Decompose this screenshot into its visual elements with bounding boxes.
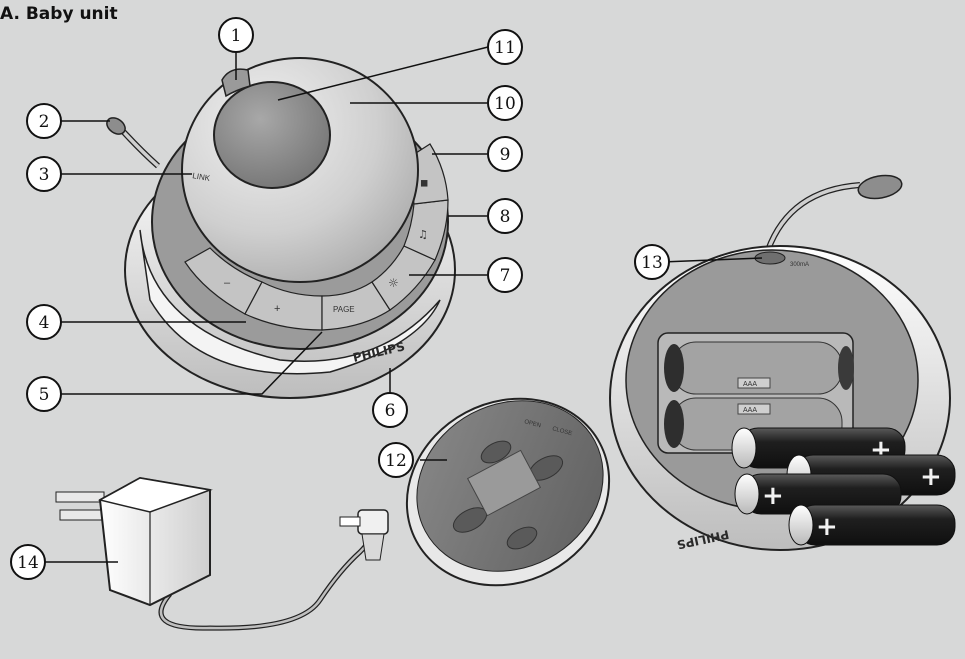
top-knob bbox=[221, 68, 251, 98]
battery-compartment: 300mA AAA AAA PHILIPS + bbox=[609, 174, 956, 552]
callout-5: 5 bbox=[26, 376, 62, 412]
callout-11: 11 bbox=[487, 29, 523, 65]
callout-9: 9 bbox=[487, 136, 523, 172]
baby-unit: LINK – + PAGE ☼ ♫ ◼ PHILIPS bbox=[106, 57, 456, 399]
callout-1: 1 bbox=[218, 17, 254, 53]
svg-text:9: 9 bbox=[500, 145, 511, 165]
callouts: 1 2 3 4 5 6 7 8 9 10 11 12 13 14 bbox=[10, 17, 670, 580]
plus-label: + bbox=[274, 303, 280, 315]
battery-4: + bbox=[788, 504, 956, 546]
battery-3: + bbox=[734, 473, 902, 515]
callout-7: 7 bbox=[487, 257, 523, 293]
link-label: LINK bbox=[192, 171, 212, 183]
lid-close-label: CLOSE bbox=[551, 426, 572, 437]
callout-6: 6 bbox=[372, 392, 408, 428]
minus-label: – bbox=[224, 277, 231, 289]
callout-4: 4 bbox=[26, 304, 62, 340]
svg-text:7: 7 bbox=[500, 266, 511, 286]
svg-text:13: 13 bbox=[641, 253, 663, 273]
callout-3: 3 bbox=[26, 156, 62, 192]
svg-text:1: 1 bbox=[231, 26, 242, 46]
light-icon: ☼ bbox=[388, 276, 399, 290]
svg-text:4: 4 bbox=[39, 313, 50, 333]
callout-13: 13 bbox=[634, 244, 670, 280]
callout-2: 2 bbox=[26, 103, 62, 139]
svg-text:10: 10 bbox=[494, 94, 516, 114]
svg-text:5: 5 bbox=[39, 385, 50, 405]
page-title: A. Baby unit bbox=[0, 4, 118, 24]
unit-lower-lip bbox=[139, 229, 441, 375]
svg-text:+: + bbox=[920, 462, 942, 492]
power-adapter bbox=[55, 476, 389, 631]
svg-text:+: + bbox=[816, 512, 838, 542]
callout-14: 14 bbox=[10, 544, 46, 580]
battery-aaa-label-1: AAA bbox=[743, 381, 757, 388]
svg-text:8: 8 bbox=[500, 207, 511, 227]
svg-text:2: 2 bbox=[39, 112, 50, 132]
callout-10: 10 bbox=[487, 85, 523, 121]
battery-aaa-label-2: AAA bbox=[743, 407, 757, 414]
lid-open-label: OPEN bbox=[523, 419, 541, 429]
battery-current-label: 300mA bbox=[790, 262, 809, 268]
compartment-cable-tip bbox=[857, 174, 903, 200]
callout-8: 8 bbox=[487, 198, 523, 234]
leader-lines bbox=[40, 46, 763, 563]
svg-text:+: + bbox=[762, 481, 784, 511]
svg-text:6: 6 bbox=[385, 401, 396, 421]
callout-12: 12 bbox=[378, 442, 414, 478]
page-label: PAGE bbox=[333, 305, 355, 314]
svg-text:11: 11 bbox=[494, 38, 516, 58]
svg-text:14: 14 bbox=[17, 553, 39, 573]
speaker-icon: ♫ bbox=[418, 228, 428, 241]
svg-text:3: 3 bbox=[39, 165, 50, 185]
speaker-grill bbox=[213, 81, 331, 189]
battery-lid: OPEN CLOSE bbox=[405, 397, 611, 587]
music-note-icon: ◼ bbox=[420, 178, 428, 189]
svg-text:12: 12 bbox=[385, 451, 407, 471]
